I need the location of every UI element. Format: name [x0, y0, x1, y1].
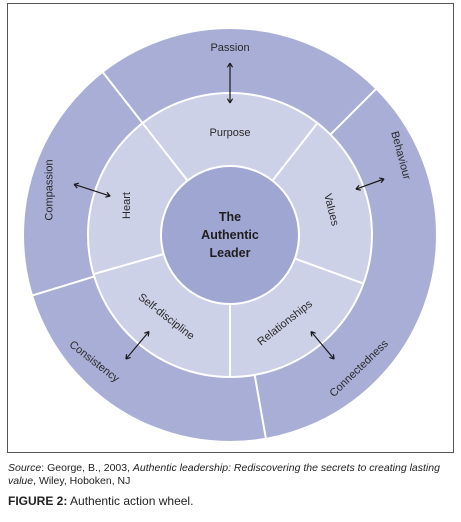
center-label-line: Leader — [210, 246, 251, 260]
figure-text: Authentic action wheel. — [67, 494, 194, 508]
outer-divider — [31, 275, 95, 297]
double-arrow-icon — [73, 182, 111, 198]
double-arrow-icon — [226, 62, 234, 104]
figure-caption: FIGURE 2: Authentic action wheel. — [8, 494, 193, 508]
double-arrow-icon — [310, 330, 335, 360]
double-arrow-icon — [125, 330, 150, 360]
inner-ring-label: Heart — [121, 192, 133, 219]
outer-divider — [101, 71, 144, 124]
source-publisher: , Wiley, Hoboken, NJ — [33, 475, 131, 487]
inner-ring-label: Purpose — [210, 127, 251, 139]
outer-ring-label: Compassion — [43, 159, 55, 220]
inner-divider — [271, 122, 319, 182]
outer-ring-label: Passion — [210, 42, 249, 54]
inner-divider — [93, 253, 164, 276]
double-arrow-icon — [355, 177, 385, 191]
inner-divider — [294, 257, 364, 285]
source-title: Authentic leadership: Rediscovering the … — [8, 462, 440, 487]
authentic-action-wheel: TheAuthenticLeaderPurposeValuesRelations… — [22, 27, 438, 443]
center-label-line: The — [219, 210, 241, 224]
source-label: Source — [8, 462, 42, 474]
inner-divider — [141, 122, 189, 182]
outer-divider — [253, 374, 267, 440]
source-author: : George, B., 2003, — [41, 462, 133, 474]
source-caption: Source: George, B., 2003, Authentic lead… — [8, 462, 454, 488]
figure-label: FIGURE 2: — [8, 494, 68, 508]
center-label-line: Authentic — [201, 228, 259, 242]
center-circle — [160, 165, 300, 305]
outer-divider — [329, 87, 378, 136]
